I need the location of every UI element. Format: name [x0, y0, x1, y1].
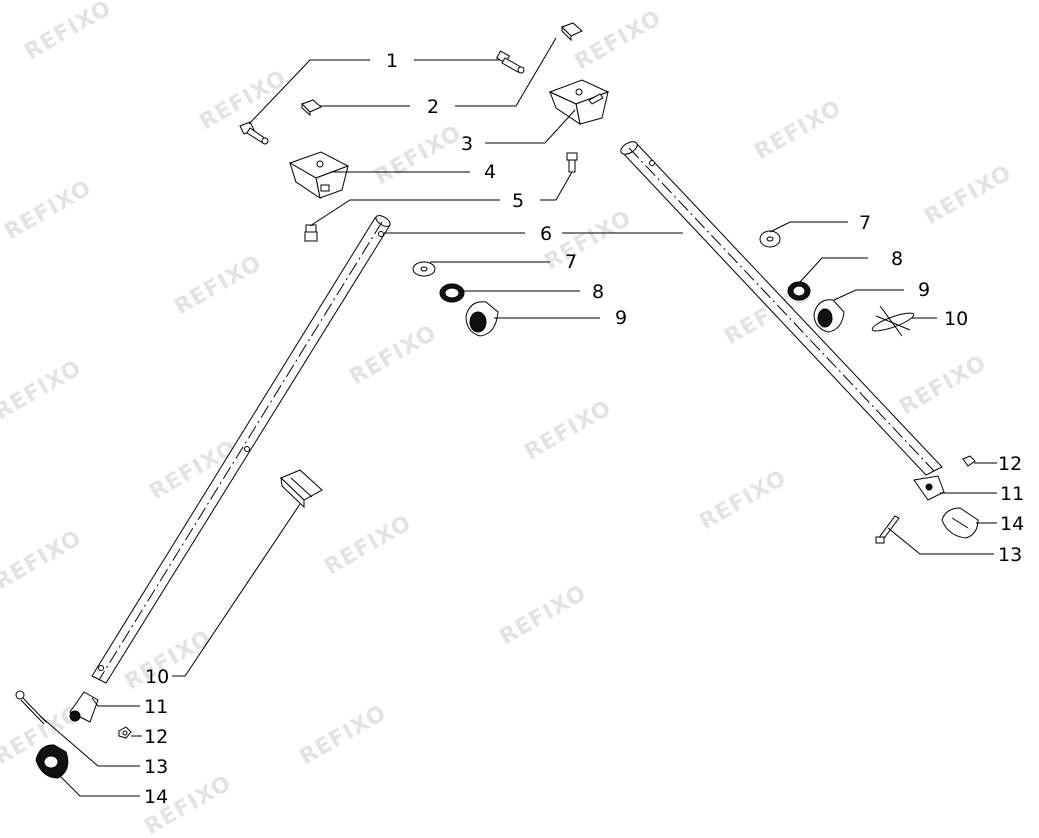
bolt-part-1-left	[239, 121, 269, 145]
right-tube	[620, 141, 943, 476]
watermark: REFIXO	[321, 511, 417, 581]
watermark: REFIXO	[171, 251, 267, 321]
watermark: REFIXO	[21, 0, 117, 65]
nut-part-12-left	[118, 726, 132, 739]
callout-9-right: 9	[918, 279, 930, 301]
watermark: REFIXO	[296, 701, 392, 771]
callout-14-left: 14	[144, 786, 168, 808]
watermark: REFIXO	[1, 176, 97, 246]
bracket-part-4	[288, 151, 350, 200]
ring-part-8	[439, 281, 811, 303]
watermark: REFIXO	[896, 351, 992, 421]
callout-11-left: 11	[144, 696, 168, 718]
callout-7-right: 7	[859, 212, 871, 234]
pin-part-13-right	[875, 515, 900, 544]
callout-6: 6	[540, 223, 552, 245]
bracket-part-3	[548, 79, 610, 126]
clip-part-10	[280, 305, 915, 509]
watermark: REFIXO	[751, 96, 847, 166]
callout-12-left: 12	[144, 726, 168, 748]
callout-13-left: 13	[144, 756, 168, 778]
leader-lines	[39, 37, 997, 797]
watermark: REFIXO	[541, 206, 637, 276]
washer-part-7	[412, 230, 781, 277]
callout-1: 1	[386, 50, 398, 72]
watermark: REFIXO	[346, 321, 442, 391]
nut-part-12-right	[962, 455, 976, 467]
watermark: REFIXO	[521, 396, 617, 466]
watermark: REFIXO	[571, 6, 667, 76]
watermark: REFIXO	[496, 581, 592, 651]
callout-2: 2	[427, 96, 439, 118]
screw-part-5	[304, 152, 578, 242]
callout-14-right: 14	[1000, 513, 1024, 535]
callout-4: 4	[484, 161, 496, 183]
callout-9-left: 9	[615, 307, 627, 329]
callout-13-right: 13	[998, 544, 1022, 566]
callout-3: 3	[461, 133, 473, 155]
clevis-part-11-right	[913, 475, 945, 501]
callout-12-right: 12	[998, 453, 1022, 475]
left-tube	[91, 215, 391, 684]
square-nut-part-2	[301, 22, 583, 117]
watermark: REFIXO	[371, 121, 467, 191]
callout-10-left: 10	[145, 666, 169, 688]
watermark: REFIXO	[0, 356, 86, 426]
callout-8-right: 8	[891, 248, 903, 270]
watermark: REFIXO	[0, 526, 86, 596]
callout-8-left: 8	[592, 281, 604, 303]
clamp-part-14-right	[941, 507, 979, 539]
clamp-part-14-left	[35, 744, 69, 779]
callout-labels: 1 2 3 4 5 6 7 7 8 8 9 9 10 10 12 11 14 1…	[144, 50, 1024, 808]
bolt-part-1	[495, 50, 525, 74]
callout-5: 5	[512, 190, 524, 212]
knob-part-9	[465, 299, 845, 337]
callout-11-right: 11	[1000, 483, 1024, 505]
watermark: REFIXO	[696, 466, 792, 536]
callout-7-left: 7	[565, 251, 577, 273]
clevis-part-11-left	[69, 691, 99, 723]
watermark: REFIXO	[921, 161, 1017, 231]
callout-10-right: 10	[944, 308, 968, 330]
